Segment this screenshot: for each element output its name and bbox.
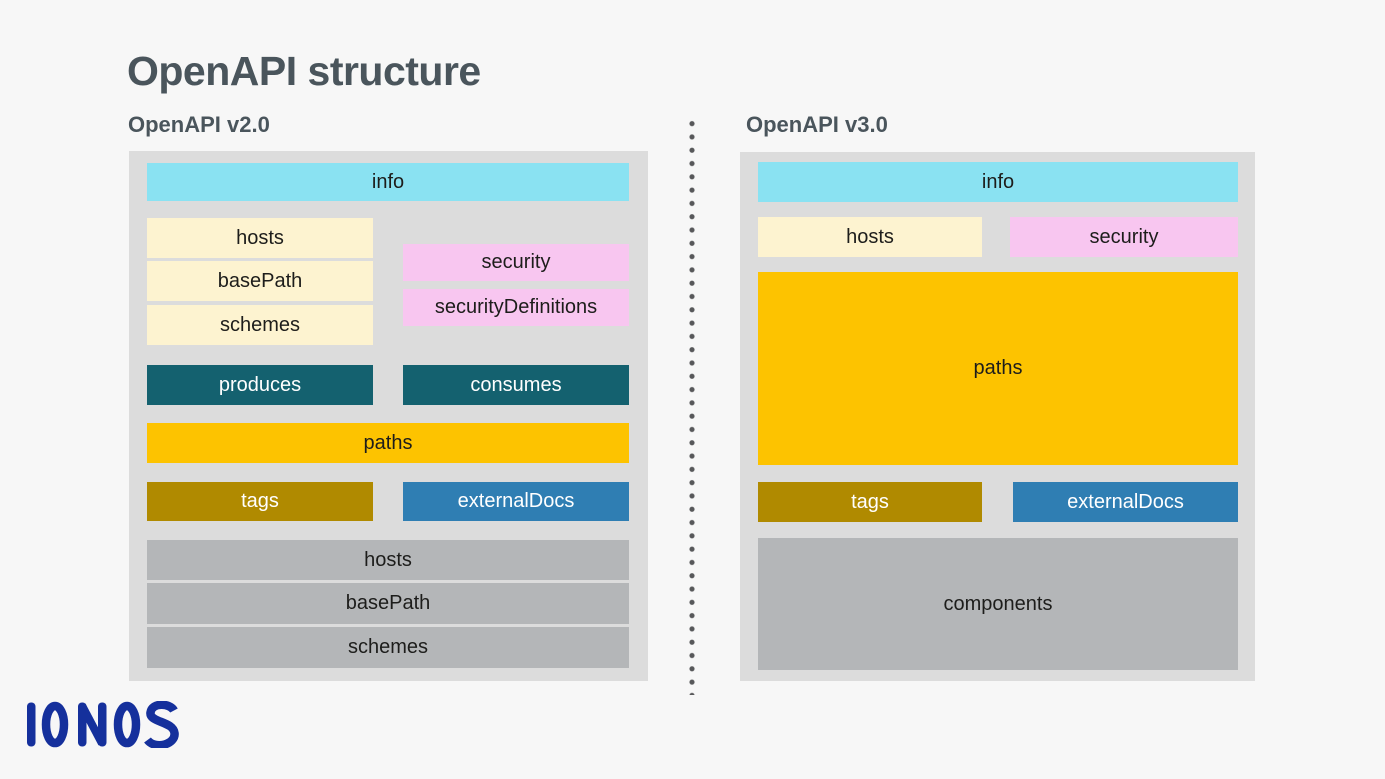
panel-label-openapi-v3: OpenAPI v3.0 — [746, 112, 888, 137]
block-basepath-deprecated: basePath — [147, 583, 629, 624]
block-security: security — [403, 244, 629, 281]
panel-label-openapi-v2: OpenAPI v2.0 — [128, 112, 270, 137]
block-external-docs: externalDocs — [1013, 482, 1238, 522]
block-security: security — [1010, 217, 1238, 257]
block-hosts: hosts — [147, 218, 373, 258]
logo-letter-n-left — [78, 702, 87, 747]
block-tags: tags — [147, 482, 373, 521]
block-components: components — [758, 538, 1238, 670]
block-schemes-deprecated: schemes — [147, 627, 629, 668]
block-basepath: basePath — [147, 261, 373, 301]
block-hosts-deprecated: hosts — [147, 540, 629, 580]
block-security-definitions: securityDefinitions — [403, 289, 629, 326]
block-info: info — [147, 163, 629, 201]
logo-letter-o — [41, 701, 69, 748]
dotted-divider — [688, 117, 696, 695]
block-info: info — [758, 162, 1238, 202]
panel-openapi-v2: info hosts basePath schemes security sec… — [129, 151, 648, 681]
block-external-docs: externalDocs — [403, 482, 629, 521]
block-hosts: hosts — [758, 217, 982, 257]
logo-letter-i — [27, 702, 36, 747]
block-produces: produces — [147, 365, 373, 405]
block-schemes: schemes — [147, 305, 373, 345]
block-consumes: consumes — [403, 365, 629, 405]
ionos-logo — [27, 701, 179, 748]
logo-letter-n-right — [98, 702, 107, 747]
logo-letter-o2 — [113, 701, 141, 748]
logo-letter-s — [144, 701, 179, 748]
page-title: OpenAPI structure — [127, 48, 481, 94]
block-paths: paths — [147, 423, 629, 463]
block-tags: tags — [758, 482, 982, 522]
block-paths: paths — [758, 272, 1238, 465]
panel-openapi-v3: info hosts security paths tags externalD… — [740, 152, 1255, 681]
